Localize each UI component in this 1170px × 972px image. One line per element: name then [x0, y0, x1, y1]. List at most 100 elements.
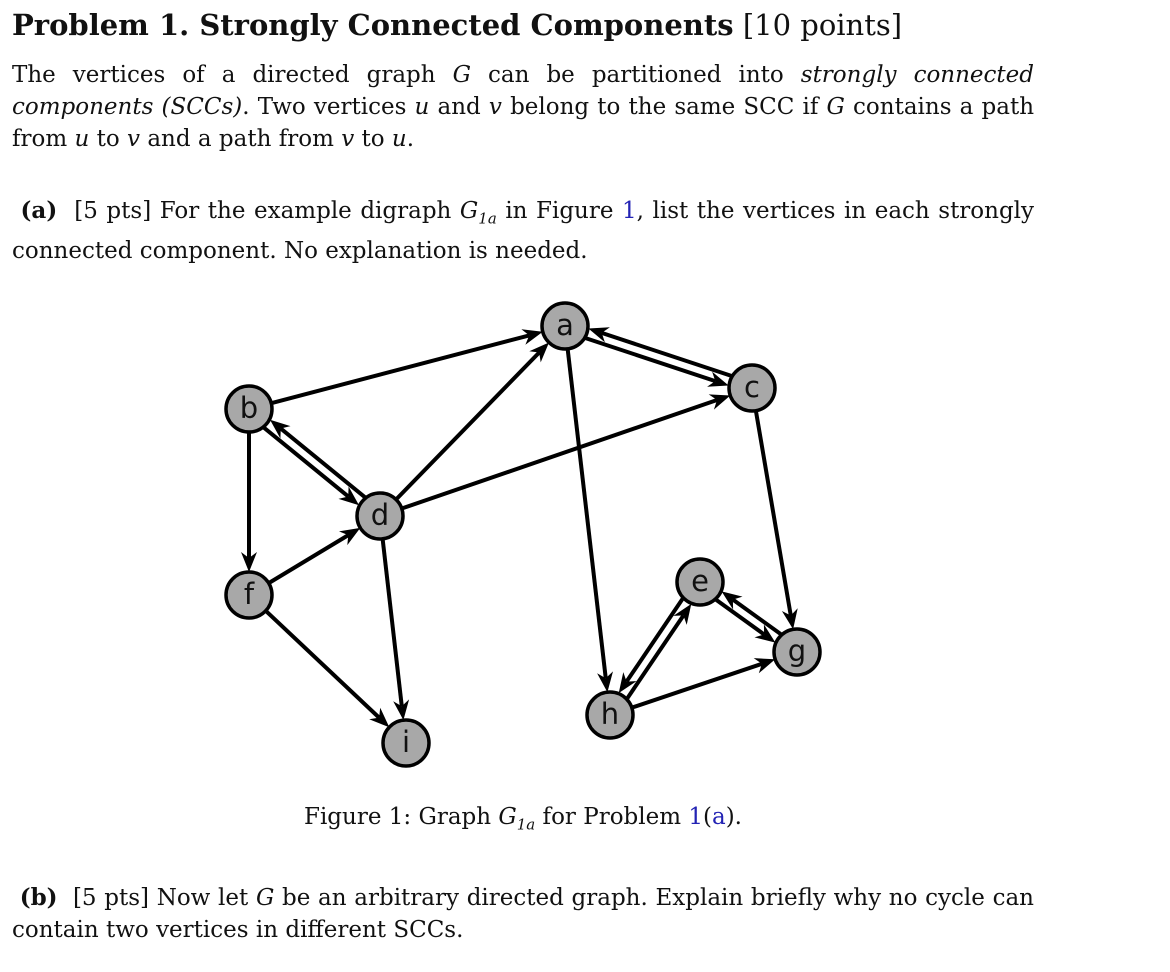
- caption-text: Figure 1: Graph: [303, 804, 499, 830]
- edge-a-c: [584, 336, 716, 384]
- edge-g-e: [731, 597, 783, 637]
- arrowhead-g-e: [721, 591, 743, 610]
- intro-text: to: [89, 126, 128, 152]
- nodes-layer: a b c d e f g h i: [224, 301, 822, 768]
- math-v: v: [341, 126, 355, 152]
- arrowhead-h-g: [753, 658, 776, 674]
- edge-d-a: [394, 351, 541, 501]
- node-label: g: [788, 634, 806, 668]
- node-circle: [585, 690, 635, 740]
- intro-text: to: [354, 126, 392, 152]
- arrowhead-f-i: [369, 707, 390, 728]
- edge-d-c: [401, 398, 718, 511]
- node-circle: [772, 627, 822, 677]
- node-d: d: [355, 491, 405, 541]
- edge-c-a: [601, 330, 733, 378]
- node-g: g: [772, 627, 822, 677]
- node-circle: [224, 570, 274, 620]
- node-label: e: [691, 564, 709, 598]
- node-circle: [675, 557, 725, 607]
- arrowhead-a-c: [707, 371, 729, 387]
- problem-link[interactable]: 1: [688, 804, 703, 830]
- node-a: a: [540, 301, 590, 351]
- edge-e-h: [624, 597, 685, 683]
- node-circle: [727, 363, 777, 413]
- arrowhead-b-d: [338, 486, 359, 506]
- math-v: v: [127, 126, 141, 152]
- math-u: u: [74, 126, 90, 152]
- intro-text: . Two vertices: [242, 94, 415, 120]
- arrowhead-c-a: [588, 327, 610, 343]
- intro-text: and a path from: [140, 126, 342, 152]
- part-b-label: (b): [19, 884, 58, 911]
- edge-h-g: [631, 661, 763, 710]
- intro-text: and: [429, 94, 489, 120]
- node-circle: [540, 301, 590, 351]
- edge-d-b: [279, 426, 367, 500]
- arrowhead-d-a: [529, 342, 549, 363]
- intro-paragraph: The vertices of a directed graph G can b…: [12, 59, 1034, 155]
- math-subscript: 1a: [516, 815, 536, 834]
- arrowhead-f-d: [339, 527, 361, 546]
- arrowhead-b-f: [241, 552, 257, 572]
- part-b-text: Now let: [149, 885, 256, 911]
- edge-e-g: [714, 597, 766, 637]
- problem-title-bold: Problem 1. Strongly Connected Components: [12, 8, 734, 42]
- node-i: i: [381, 718, 431, 768]
- part-a-text: For the example digraph: [151, 198, 460, 224]
- math-G: G: [255, 885, 275, 911]
- node-label: h: [601, 697, 619, 731]
- scc-term: strongly connected components (SCCs): [12, 62, 1034, 120]
- intro-text: contains a path from: [12, 94, 1035, 152]
- node-label: c: [744, 370, 760, 404]
- caption-text: for Problem: [535, 804, 689, 830]
- math-G: G: [452, 62, 471, 88]
- part-a-paragraph: (a) [5 pts] For the example digraph G1a …: [12, 195, 1034, 267]
- part-link[interactable]: a: [711, 804, 726, 830]
- math-G: G: [826, 94, 845, 120]
- edge-c-g: [753, 410, 793, 616]
- arrowhead-e-g: [754, 624, 776, 643]
- edge-b-a: [270, 333, 530, 406]
- part-a-text: , list the vertices in each strongly con…: [12, 198, 1035, 264]
- node-circle: [355, 491, 405, 541]
- part-b-points: [5 pts]: [72, 885, 149, 911]
- math-v: v: [488, 94, 502, 120]
- math-subscript: 1a: [478, 209, 497, 228]
- arrowhead-d-c: [708, 394, 731, 410]
- intro-text: can be partitioned into: [471, 62, 801, 88]
- figure-link[interactable]: 1: [622, 198, 637, 224]
- node-label: b: [240, 391, 258, 425]
- math-G: G: [498, 804, 517, 830]
- figure-caption: Figure 1: Graph G1a for Problem 1(a).: [0, 804, 1046, 834]
- node-c: c: [727, 363, 777, 413]
- node-label: i: [402, 725, 410, 759]
- node-label: d: [371, 498, 389, 532]
- part-b-text: be an arbitrary directed graph. Explain …: [12, 885, 1034, 943]
- edge-b-d: [262, 425, 350, 499]
- caption-text: (: [703, 804, 712, 830]
- math-G: G: [459, 198, 479, 224]
- part-a-label: (a): [20, 197, 58, 224]
- intro-text: The vertices of a directed graph: [12, 62, 453, 88]
- arrowhead-d-b: [270, 419, 291, 439]
- node-label: a: [556, 308, 574, 342]
- part-a-text: in Figure: [496, 198, 623, 224]
- arrowhead-a-h: [597, 671, 613, 693]
- intro-text: belong to the same SCC if: [501, 94, 827, 120]
- node-h: h: [585, 690, 635, 740]
- node-e: e: [675, 557, 725, 607]
- arrowhead-d-i: [393, 699, 410, 721]
- math-u: u: [391, 126, 407, 152]
- arrowhead-e-h: [618, 672, 637, 694]
- node-circle: [224, 384, 274, 434]
- intro-text: .: [406, 126, 415, 152]
- arrowhead-b-a: [521, 329, 543, 345]
- edge-f-i: [264, 609, 381, 720]
- arrowhead-h-e: [673, 603, 692, 625]
- problem-title: Problem 1. Strongly Connected Components…: [12, 8, 902, 42]
- edge-a-h: [565, 348, 608, 679]
- node-label: f: [244, 577, 255, 611]
- edges-layer: [241, 327, 798, 728]
- caption-text: ).: [725, 804, 742, 830]
